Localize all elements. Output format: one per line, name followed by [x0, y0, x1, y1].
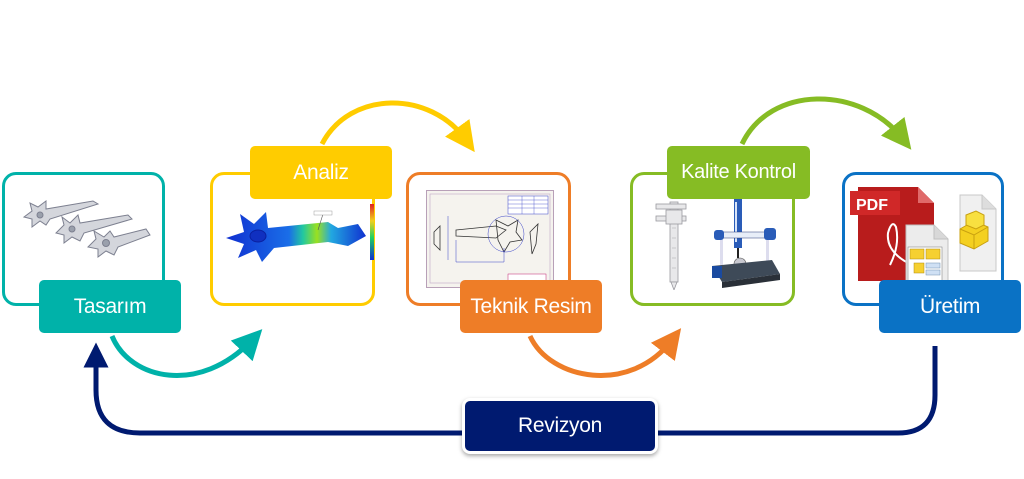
file-icons: PDF	[850, 187, 997, 286]
arrow-kalite-kontrol-to-uretim	[739, 96, 912, 150]
arrow-tasarim-to-analiz	[109, 329, 263, 378]
stage-label-teknik-resim[interactable]: Teknik Resim	[460, 280, 602, 333]
fea-stress-analysis-image	[226, 204, 374, 262]
crank-arm-models-image	[22, 200, 151, 258]
pdf-badge-text: PDF	[856, 197, 888, 214]
caliper-and-cmm-image	[655, 198, 780, 290]
stage-label-uretim[interactable]: Üretim	[879, 280, 1021, 333]
stage-label-tasarim[interactable]: Tasarım	[39, 280, 181, 333]
arrow-analiz-to-teknik-resim	[319, 100, 475, 153]
cad-block-icon	[959, 210, 989, 250]
technical-drawing-image	[426, 190, 554, 288]
stage-label-kalite-kontrol[interactable]: Kalite Kontrol	[667, 146, 810, 199]
stage-label-analiz[interactable]: Analiz	[250, 146, 392, 199]
arrow-teknik-resim-to-kalite-kontrol	[527, 328, 682, 378]
feedback-label-revizyon[interactable]: Revizyon	[462, 398, 658, 454]
pdf-and-cad-files-image: PDF	[848, 185, 1000, 286]
